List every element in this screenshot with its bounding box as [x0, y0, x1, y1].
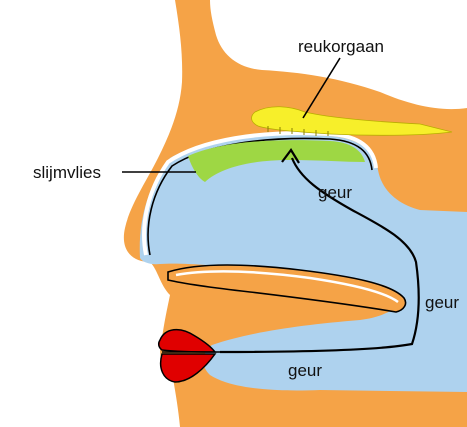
- olfactory-organ-label: reukorgaan: [298, 37, 384, 56]
- mucous-membrane-label: slijmvlies: [33, 163, 101, 182]
- odor-label-mouth: geur: [288, 361, 322, 380]
- odor-label-upper: geur: [318, 183, 352, 202]
- odor-label-right: geur: [425, 293, 459, 312]
